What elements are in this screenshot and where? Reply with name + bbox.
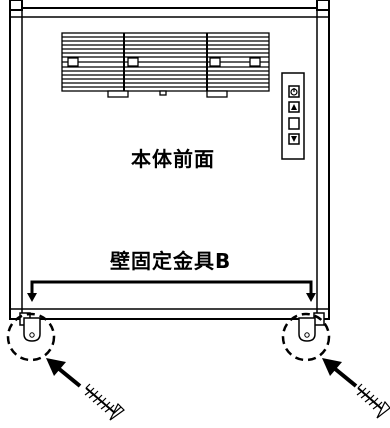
arrow-icon [46, 358, 82, 388]
triangle-up-icon [288, 101, 300, 113]
arrow-icon [322, 358, 358, 388]
unit-front-label: 本体前面 [131, 147, 215, 171]
dashed-circle-icon [281, 312, 331, 362]
screw-icon [84, 383, 125, 421]
right-foot [298, 312, 325, 342]
left-foot [19, 312, 41, 342]
cabinet-frame [9, 0, 330, 320]
wall-bracket [27, 280, 316, 302]
wall-bracket-label: 壁固定金具B [110, 249, 232, 273]
screw-icon [356, 383, 390, 419]
heater-grille [61, 32, 270, 98]
triangle-down-icon [288, 133, 300, 145]
blank-button-icon [288, 117, 300, 130]
power-icon [288, 85, 300, 98]
dashed-circle-icon [6, 312, 56, 362]
control-panel [281, 72, 305, 160]
